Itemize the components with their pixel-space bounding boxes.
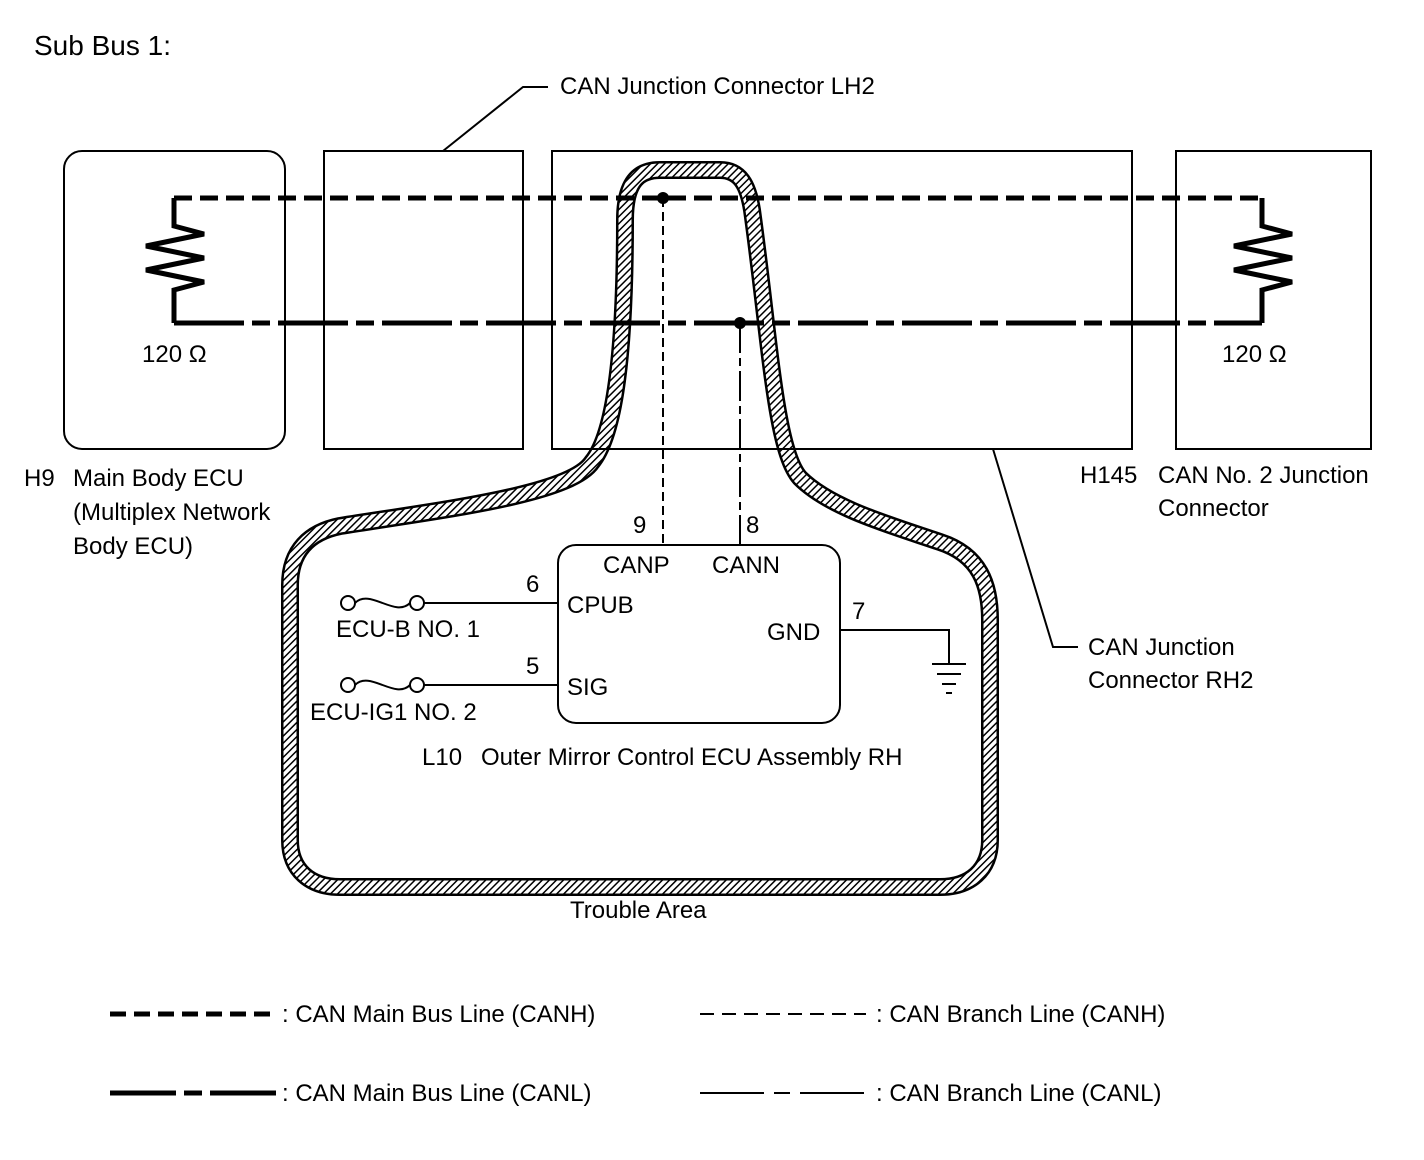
resistor-left-label: 120 Ω <box>142 341 207 368</box>
junction-rh2-box <box>551 150 1133 450</box>
fuse-ecu-ig1-label: ECU-IG1 NO. 2 <box>310 699 477 726</box>
pin-cann-number: 8 <box>746 512 759 539</box>
can-no2-junction-name-1: CAN No. 2 Junction <box>1158 462 1369 489</box>
gnd-wire <box>840 629 950 664</box>
legend-branch-canl-label: : CAN Branch Line (CANL) <box>876 1080 1161 1107</box>
can-no2-junction-box <box>1175 150 1372 450</box>
legend-main-canl-label: : CAN Main Bus Line (CANL) <box>282 1080 591 1107</box>
junction-rh2-label-2: Connector RH2 <box>1088 667 1253 694</box>
legend-main-canh-label: : CAN Main Bus Line (CANH) <box>282 1001 595 1028</box>
pin-cpub-number: 6 <box>526 571 539 598</box>
mirror-ecu-box <box>557 544 841 724</box>
can-no2-junction-code: H145 <box>1080 462 1137 489</box>
legend-branch-canh-label: : CAN Branch Line (CANH) <box>876 1001 1165 1028</box>
trouble-area-outline <box>281 161 999 896</box>
trouble-area-label: Trouble Area <box>570 897 707 924</box>
pin-sig-label: SIG <box>567 674 608 701</box>
rh2-leader-line <box>992 448 1078 648</box>
fuse-ecu-b-label: ECU-B NO. 1 <box>336 616 480 643</box>
mirror-ecu-code: L10 <box>422 744 462 771</box>
resistor-right <box>1233 198 1293 323</box>
fuse-ecu-ig1-icon <box>340 677 425 693</box>
main-body-ecu-code: H9 <box>24 465 55 492</box>
lh2-leader-line <box>442 86 548 152</box>
resistor-right-label: 120 Ω <box>1222 341 1287 368</box>
can-no2-junction-name-2: Connector <box>1158 495 1269 522</box>
mirror-ecu-name: Outer Mirror Control ECU Assembly RH <box>481 744 902 771</box>
junction-lh2-box <box>323 150 524 450</box>
legend: : CAN Main Bus Line (CANH) : CAN Branch … <box>110 1001 1165 1107</box>
pin-cann-label: CANN <box>712 552 780 579</box>
pin-canp-number: 9 <box>633 512 646 539</box>
pin-sig-number: 5 <box>526 653 539 680</box>
fuse-ecu-b-icon <box>340 595 425 611</box>
ground-icon <box>932 663 966 694</box>
main-body-ecu-box <box>63 150 286 450</box>
main-body-ecu-name-2: (Multiplex Network <box>73 499 271 526</box>
main-body-ecu-name-1: Main Body ECU <box>73 465 244 492</box>
main-body-ecu-name-3: Body ECU) <box>73 533 193 560</box>
pin-gnd-label: GND <box>767 619 820 646</box>
pin-canp-label: CANP <box>603 552 670 579</box>
page-title: Sub Bus 1: <box>34 30 171 61</box>
junction-lh2-label: CAN Junction Connector LH2 <box>560 73 875 100</box>
pin-gnd-number: 7 <box>852 598 865 625</box>
junction-rh2-label-1: CAN Junction <box>1088 634 1235 661</box>
pin-cpub-label: CPUB <box>567 592 634 619</box>
resistor-left <box>145 198 205 323</box>
